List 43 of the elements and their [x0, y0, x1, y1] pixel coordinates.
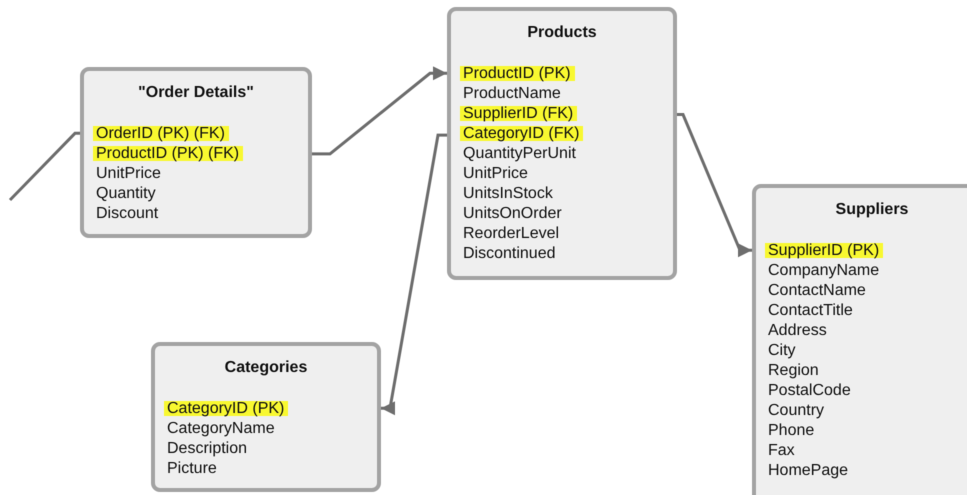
field-name: Address: [767, 323, 828, 338]
field-name: ReorderLevel: [462, 226, 560, 241]
field-name: UnitsOnOrder: [462, 206, 563, 221]
key-field: ProductID (PK) (FK): [93, 146, 244, 161]
table-box: [447, 7, 677, 280]
field-name: CompanyName: [767, 263, 880, 278]
table-title: Categories: [224, 358, 308, 378]
field-name: Region: [767, 363, 820, 378]
key-field: SupplierID (PK): [765, 243, 884, 258]
field-name: Country: [767, 403, 826, 418]
relationship-line: [8, 132, 80, 202]
key-field: OrderID (PK) (FK): [93, 126, 229, 141]
field-name: Quantity: [95, 186, 157, 201]
table-box: [151, 342, 381, 492]
field-name: CategoryName: [166, 421, 276, 436]
field-name: Phone: [767, 423, 816, 438]
field-name: Description: [166, 441, 248, 456]
table-title: Products: [526, 23, 598, 43]
field-name: HomePage: [767, 463, 850, 478]
key-field: ProductID (PK): [460, 66, 575, 81]
field-name: Discontinued: [462, 246, 556, 261]
key-field: CategoryID (FK): [460, 126, 584, 141]
table-title: Suppliers: [834, 200, 910, 220]
relationship-line: [312, 66, 447, 156]
field-name: UnitPrice: [462, 166, 529, 181]
key-field: SupplierID (FK): [460, 106, 578, 121]
field-name: ContactTitle: [767, 303, 854, 318]
relationship-line: [381, 134, 447, 416]
table-box: [752, 184, 967, 495]
table-box: [80, 67, 312, 238]
relationship-line: [677, 113, 752, 258]
field-name: QuantityPerUnit: [462, 146, 577, 161]
field-name: Discount: [95, 206, 160, 221]
field-name: ProductName: [462, 86, 562, 101]
key-field: CategoryID (PK): [164, 401, 288, 416]
table-title: "Order Details": [137, 83, 255, 103]
field-name: Picture: [166, 461, 218, 476]
field-name: City: [767, 343, 797, 358]
field-name: Fax: [767, 443, 796, 458]
field-name: UnitsInStock: [462, 186, 554, 201]
field-name: ContactName: [767, 283, 867, 298]
field-name: UnitPrice: [95, 166, 162, 181]
field-name: PostalCode: [767, 383, 852, 398]
